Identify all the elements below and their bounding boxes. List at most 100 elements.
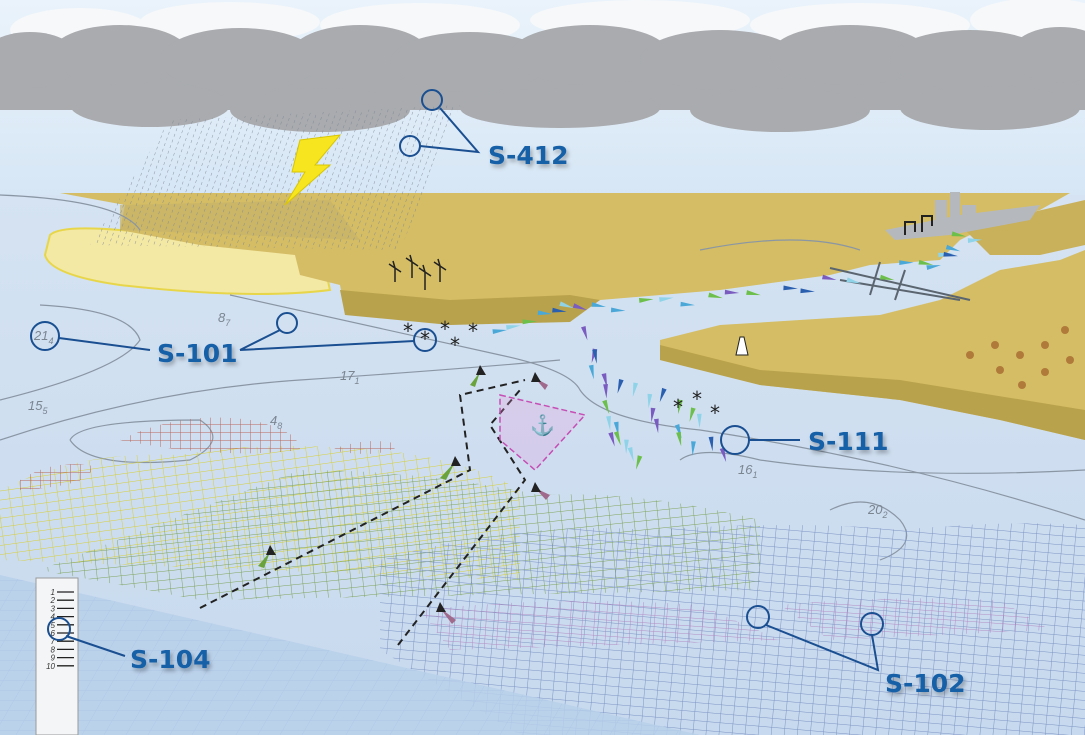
s102-label: S-102: [885, 669, 966, 698]
depth-soundings: 214 87 171 155 48 161 202: [28, 310, 887, 520]
surface-currents: [492, 231, 983, 470]
depth-contours: [0, 194, 1085, 561]
current-arrow: [522, 319, 538, 325]
s104-label: S-104: [130, 645, 211, 674]
callout-s111: S-111: [720, 425, 889, 456]
current-arrow: [719, 447, 727, 463]
current-arrow: [603, 384, 608, 399]
obstruction-symbol: *: [710, 401, 720, 425]
obstruction-symbol: *: [468, 319, 478, 343]
gauge-mark-label: 6: [51, 629, 56, 638]
current-arrow: [879, 274, 895, 281]
current-arrow: [696, 413, 702, 429]
current-arrow: [506, 325, 521, 330]
current-arrow: [632, 382, 639, 398]
gauge-mark-label: 2: [50, 596, 56, 605]
current-arrow: [638, 298, 654, 303]
gauge-mark-label: 9: [51, 654, 56, 663]
current-arrow: [602, 399, 610, 415]
current-arrow: [537, 310, 553, 316]
obstruction-symbol: *: [673, 395, 683, 419]
gauge-mark-label: 10: [46, 662, 55, 671]
current-arrow: [678, 399, 683, 415]
depth-label: 214: [33, 328, 53, 346]
current-arrow: [659, 387, 667, 403]
current-arrow: [617, 378, 624, 394]
lighthouse-icon: [735, 336, 749, 356]
current-arrow: [559, 301, 574, 309]
current-arrow: [610, 307, 626, 313]
obstruction-symbols: * * * * * * * *: [403, 317, 720, 425]
storm-clouds: [0, 0, 1085, 132]
current-arrow: [659, 297, 674, 302]
fairway-lines: [199, 379, 527, 646]
current-arrow: [647, 393, 653, 409]
gauge-mark-label: 7: [51, 637, 56, 646]
current-arrow: [613, 431, 621, 446]
buoys: [258, 365, 550, 624]
gauge-mark-label: 3: [51, 604, 56, 613]
current-arrow: [689, 407, 696, 422]
obstruction-symbol: *: [403, 319, 413, 343]
current-arrow: [918, 259, 934, 265]
current-arrow: [572, 303, 588, 311]
current-arrow: [492, 329, 508, 335]
trees: [966, 326, 1074, 389]
s111-label: S-111: [808, 427, 889, 456]
callout-s412: S-412: [399, 89, 569, 170]
current-arrow: [588, 364, 594, 380]
current-arrow: [635, 455, 643, 470]
gauge-mark-label: 1: [51, 588, 55, 597]
gauge-mark-label: 4: [51, 613, 56, 622]
current-arrow: [691, 441, 696, 456]
current-arrow: [606, 415, 611, 431]
depth-label: 87: [218, 310, 231, 328]
bathymetry-surface: [0, 417, 1085, 735]
obstruction-symbol: *: [440, 317, 450, 341]
s412-label: S-412: [488, 141, 569, 170]
current-arrow: [967, 238, 983, 243]
current-arrow: [592, 349, 597, 364]
current-arrow: [822, 274, 837, 280]
depth-label: 155: [28, 398, 48, 416]
current-arrow: [627, 447, 634, 462]
depth-label: 48: [270, 413, 282, 431]
obstruction-symbol: *: [692, 387, 702, 411]
current-arrow: [943, 251, 958, 257]
current-arrow: [800, 288, 815, 294]
current-arrow: [653, 418, 659, 434]
anchor-icon: ⚓: [530, 413, 555, 437]
current-arrow: [708, 436, 714, 452]
current-arrow: [580, 325, 588, 341]
current-arrow: [680, 301, 695, 307]
anchorage-area: ⚓: [499, 394, 587, 472]
callout-s101: S-101: [30, 312, 437, 368]
current-arrow: [676, 431, 682, 447]
current-arrow: [746, 290, 761, 296]
current-arrow: [650, 407, 656, 423]
current-arrow: [783, 285, 798, 291]
port-city: [885, 192, 1040, 240]
callout-s102: S-102: [746, 605, 966, 698]
current-arrow: [846, 277, 861, 284]
gauge-mark-label: 5: [51, 621, 56, 630]
rain-area: [90, 105, 460, 250]
current-arrow: [724, 289, 740, 295]
wind-turbines: [388, 254, 447, 290]
depth-label: 161: [738, 462, 757, 480]
current-arrow: [601, 373, 608, 388]
lightning-icon: [284, 134, 342, 206]
current-arrow: [899, 260, 914, 266]
current-arrow: [926, 265, 941, 270]
obstruction-symbol: *: [420, 327, 430, 351]
current-arrow: [591, 302, 606, 307]
current-arrow: [708, 292, 723, 299]
cranes: [904, 215, 933, 235]
s101-label: S-101: [157, 339, 238, 368]
current-arrow: [945, 244, 961, 252]
gauge-mark-label: 8: [51, 645, 56, 654]
current-arrow: [951, 231, 967, 237]
